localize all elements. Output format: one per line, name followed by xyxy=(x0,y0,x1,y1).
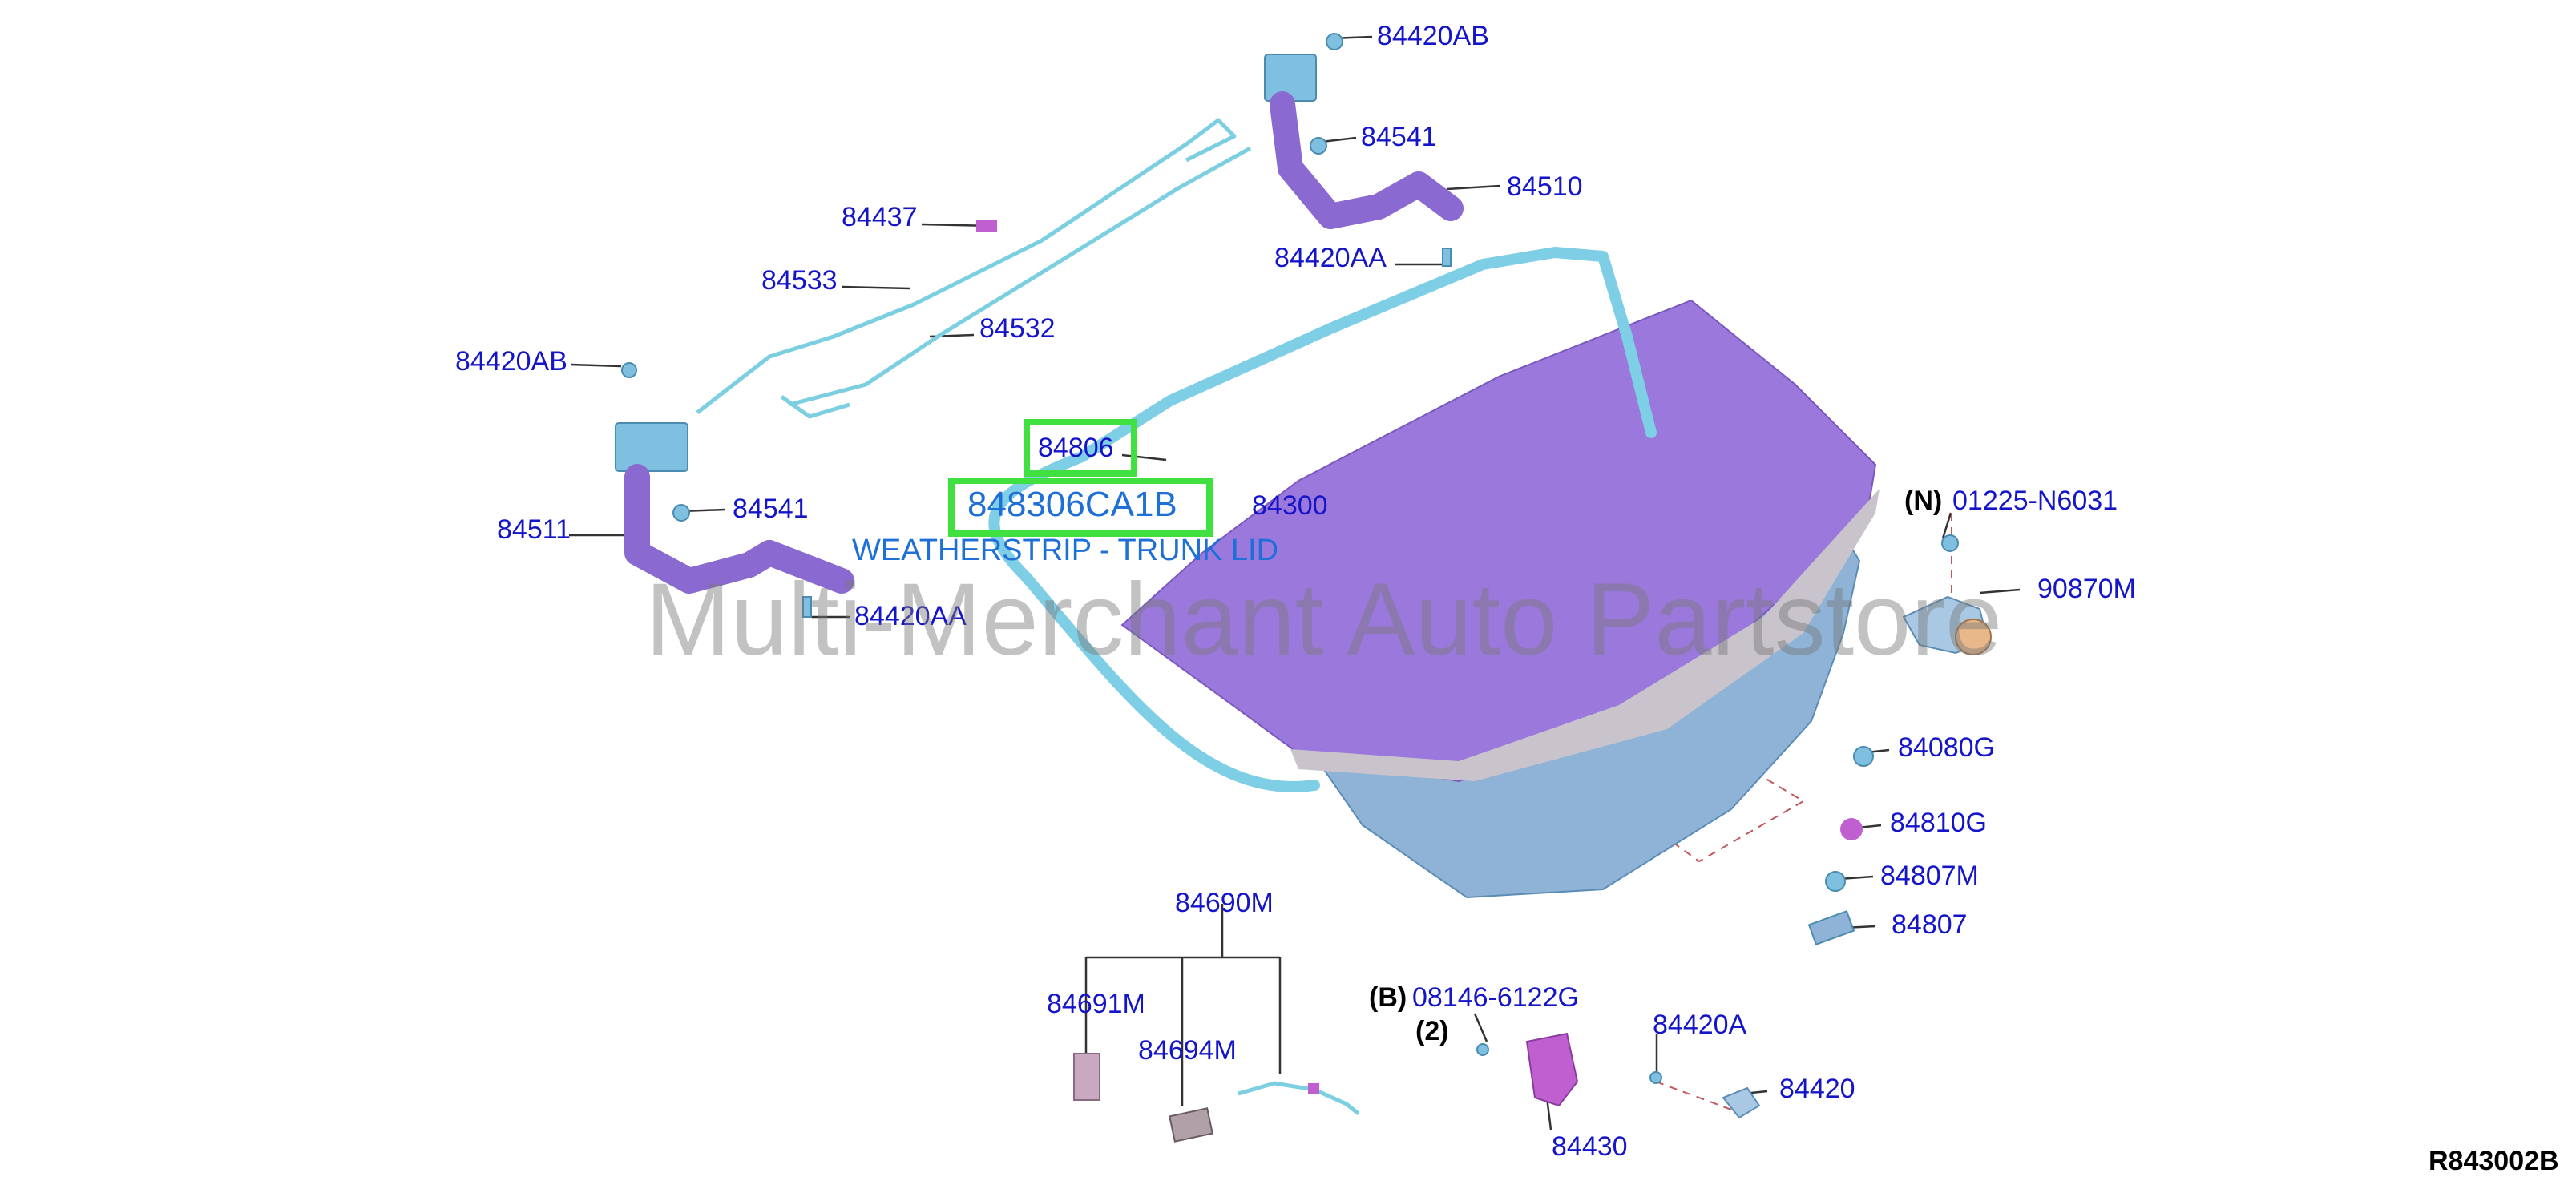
weatherstrip-84806 xyxy=(988,247,1657,792)
label-01225-n6031[interactable]: 01225-N6031 xyxy=(1952,486,2118,516)
label-84532[interactable]: 84532 xyxy=(979,313,1056,344)
label-84694m[interactable]: 84694M xyxy=(1138,1035,1237,1066)
label-84691m[interactable]: 84691M xyxy=(1047,989,1145,1019)
cable-handle-parts xyxy=(1073,1053,1360,1143)
label-84810g[interactable]: 84810G xyxy=(1890,808,1987,838)
selected-part-number[interactable]: 848306CA1B xyxy=(967,485,1177,524)
label-84420[interactable]: 84420 xyxy=(1779,1074,1855,1104)
label-84420ab-top[interactable]: 84420AB xyxy=(1377,21,1489,51)
label-n-tag: (N) xyxy=(1904,486,1943,516)
small-fasteners xyxy=(621,33,1959,1084)
stopper-bump xyxy=(1955,619,1992,655)
label-84420aa-top[interactable]: 84420AA xyxy=(1274,243,1387,273)
label-08146-6122g[interactable]: 08146-6122G xyxy=(1412,982,1579,1013)
label-84541-top[interactable]: 84541 xyxy=(1361,122,1437,152)
label-84533[interactable]: 84533 xyxy=(761,265,838,296)
trunk-lid xyxy=(1120,299,1877,783)
label-b-tag: (B) xyxy=(1369,982,1407,1013)
label-84420ab-left[interactable]: 84420AB xyxy=(455,346,567,377)
hinge-arms xyxy=(624,91,1464,594)
plug-84810g xyxy=(1840,818,1863,840)
label-84080g[interactable]: 84080G xyxy=(1898,732,1995,763)
release-cables xyxy=(696,118,1252,419)
trunk-latch-84430 xyxy=(1525,1032,1579,1107)
label-84690m[interactable]: 84690M xyxy=(1175,888,1274,918)
diagram-id: R843002B xyxy=(2429,1146,2559,1176)
label-84807[interactable]: 84807 xyxy=(1892,909,1968,940)
highlight-box-84806 xyxy=(1024,419,1137,477)
selected-part-description: WEATHERSTRIP - TRUNK LID xyxy=(852,534,1279,567)
label-84541-left[interactable]: 84541 xyxy=(733,494,809,524)
label-84420a[interactable]: 84420A xyxy=(1653,1010,1747,1040)
label-84511[interactable]: 84511 xyxy=(497,514,571,545)
label-84510[interactable]: 84510 xyxy=(1507,171,1583,202)
label-84806[interactable]: 84806 xyxy=(1038,433,1114,463)
watermark: Multi-Merchant Auto Partstore xyxy=(645,562,2003,677)
label-84300[interactable]: 84300 xyxy=(1252,490,1328,521)
bumper-84807 xyxy=(1807,909,1855,946)
label-84430[interactable]: 84430 xyxy=(1552,1131,1628,1162)
striker-84420 xyxy=(1722,1086,1761,1119)
trunk-spoiler xyxy=(1290,489,1880,781)
leader-lines xyxy=(569,35,2021,1131)
label-84807m[interactable]: 84807M xyxy=(1880,861,1979,891)
cable-clip-84437 xyxy=(976,220,997,232)
label-quantity-2: (2) xyxy=(1415,1016,1449,1046)
hinge-brackets xyxy=(615,54,1317,472)
label-84437[interactable]: 84437 xyxy=(842,202,918,232)
label-84420aa-left[interactable]: 84420AA xyxy=(854,601,967,631)
label-90870m[interactable]: 90870M xyxy=(2037,574,2136,604)
highlight-box-part-number xyxy=(948,478,1213,537)
